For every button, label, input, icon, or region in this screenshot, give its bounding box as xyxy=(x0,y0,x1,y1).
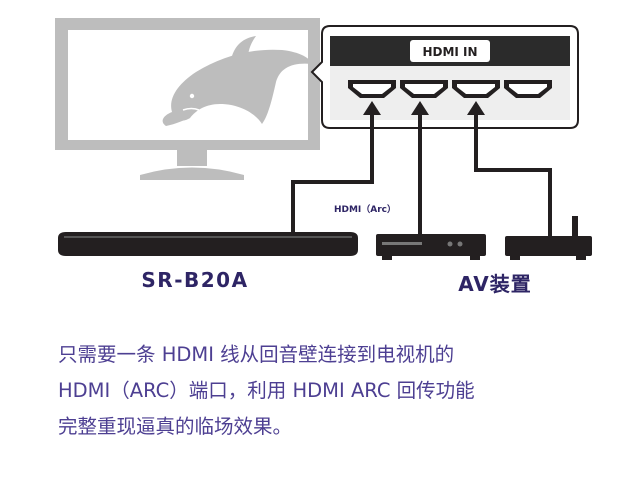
hdmi-in-panel xyxy=(310,25,579,129)
description-line: 完整重现逼真的临场效果。 xyxy=(58,415,293,438)
av-device-label: AV装置 xyxy=(458,272,532,296)
dolphin-icon xyxy=(162,36,312,126)
hdmi-cables xyxy=(291,112,552,236)
soundbar-icon xyxy=(58,232,358,256)
hdmi-port-3 xyxy=(452,80,500,98)
bluray-player-icon xyxy=(376,234,486,260)
description-line: HDMI（ARC）端口，利用 HDMI ARC 回传功能 xyxy=(58,379,475,402)
hdmi-port-4 xyxy=(504,80,552,98)
description-line: 只需要一条 HDMI 线从回音壁连接到电视机的 xyxy=(58,343,455,366)
connection-diagram: HDMI IN HDMI（Arc） xyxy=(55,18,592,260)
hdmi-in-label: HDMI IN xyxy=(422,45,477,59)
hdmi-arc-label: HDMI（Arc） xyxy=(334,204,396,215)
hdmi-port-2 xyxy=(400,80,448,98)
description-text: 只需要一条 HDMI 线从回音壁连接到电视机的 HDMI（ARC）端口，利用 H… xyxy=(58,337,618,445)
arrow-heads xyxy=(363,101,485,115)
hdmi-port-1 xyxy=(348,80,396,98)
set-top-box-icon xyxy=(505,216,592,260)
soundbar-label: SR-B20A xyxy=(141,268,249,292)
